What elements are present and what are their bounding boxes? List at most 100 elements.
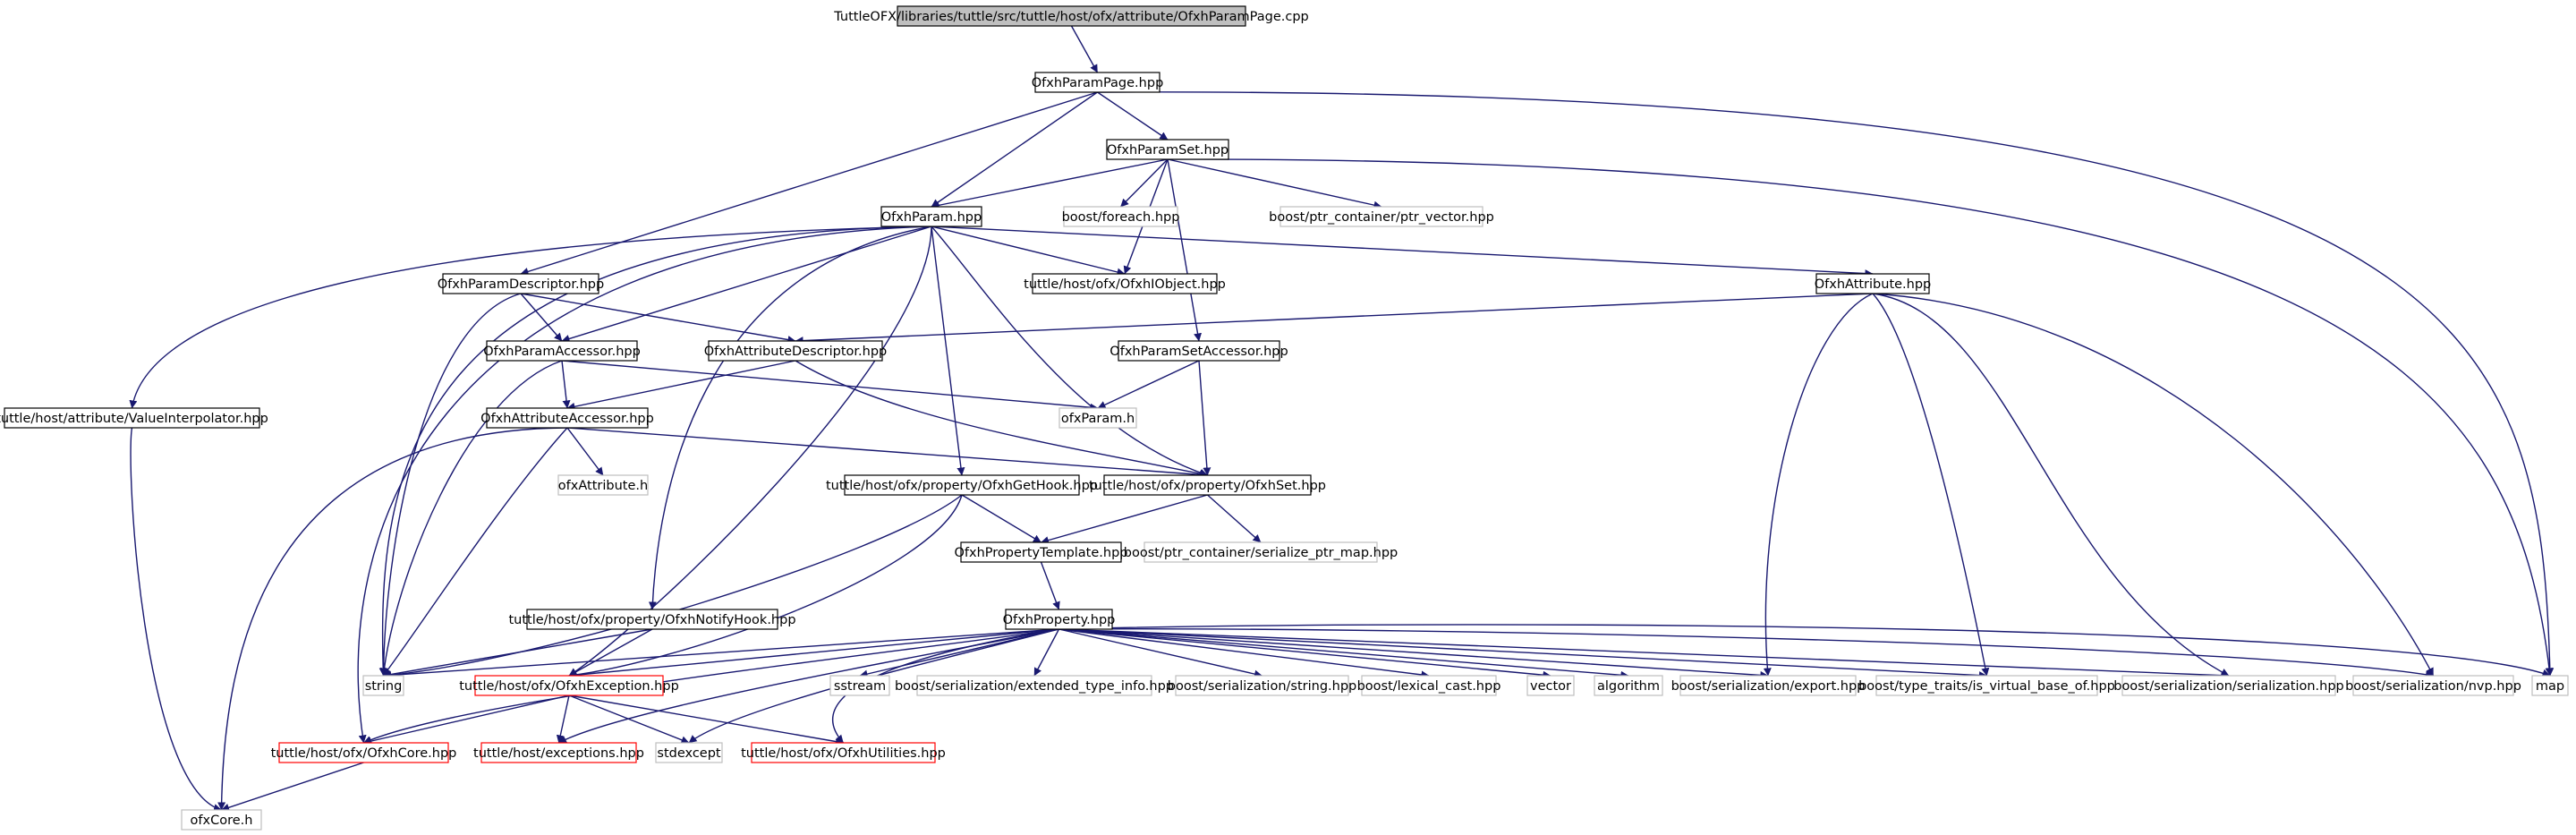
node-property[interactable]: OfxhProperty.hpp <box>1003 609 1116 630</box>
node-box <box>1175 675 1349 696</box>
node-label: OfxhAttribute.hpp <box>1815 277 1932 292</box>
node-paramDescriptor[interactable]: OfxhParamDescriptor.hpp <box>438 273 604 294</box>
node-box <box>1118 340 1280 362</box>
node-box <box>4 407 260 429</box>
edge-property-to-isVirtualBase <box>1058 628 1987 680</box>
node-box <box>486 340 638 362</box>
node-label: tuttle/host/ofx/OfxhCore.hpp <box>271 746 457 761</box>
node-box <box>897 5 1246 27</box>
node-box <box>1875 675 2098 696</box>
edge-param-to-paramAccessor <box>561 226 932 343</box>
node-ofxhSet[interactable]: tuttle/host/ofx/property/OfxhSet.hpp <box>1089 474 1326 496</box>
edge-paramPage-to-param <box>931 91 1098 208</box>
node-vector: vector <box>1526 675 1575 696</box>
node-box <box>1103 474 1312 496</box>
node-getHook[interactable]: tuttle/host/ofx/property/OfxhGetHook.hpp <box>826 474 1098 496</box>
node-label: boost/serialization/export.hpp <box>1671 679 1866 694</box>
node-label: tuttle/host/ofx/property/OfxhNotifyHook.… <box>508 613 795 627</box>
node-attributeAccessor[interactable]: OfxhAttributeAccessor.hpp <box>480 407 654 429</box>
edge-property-to-vector <box>1058 628 1552 679</box>
node-label: string <box>365 679 403 694</box>
edge-property-to-string <box>383 628 1059 679</box>
edge-attribute-to-isVirtualBase <box>1872 293 1990 677</box>
node-label: boost/foreach.hpp <box>1062 210 1180 225</box>
node-param[interactable]: OfxhParam.hpp <box>880 206 982 227</box>
edge-paramSet-to-foreach <box>1120 158 1169 208</box>
edge-property-to-algorithm <box>1058 628 1629 679</box>
edge-paramAccessor-to-attributeAccessor <box>561 360 571 409</box>
node-label: boost/serialization/string.hpp <box>1168 679 1356 694</box>
node-valueInterpolator[interactable]: tuttle/host/attribute/ValueInterpolator.… <box>0 407 268 429</box>
edge-paramDescriptor-to-string <box>379 293 522 677</box>
node-label: ofxCore.h <box>191 814 253 828</box>
node-label: boost/type_traits/is_virtual_base_of.hpp <box>1858 679 2115 694</box>
edge-paramDescriptor-to-attributeDescriptor <box>520 293 796 344</box>
edge-getHook-to-propertyTemplate <box>961 494 1041 543</box>
edge-attribute-to-serSerialization <box>1872 293 2230 677</box>
node-lexicalCast: boost/lexical_cast.hpp <box>1357 675 1501 696</box>
node-ofxhCore[interactable]: tuttle/host/ofx/OfxhCore.hpp <box>271 742 457 763</box>
node-attribute[interactable]: OfxhAttribute.hpp <box>1815 273 1932 294</box>
node-box <box>526 609 778 630</box>
node-propertyTemplate[interactable]: OfxhPropertyTemplate.hpp <box>954 541 1128 563</box>
edge-property-to-lexicalCast <box>1058 628 1430 679</box>
node-ofxAttributeH: ofxAttribute.h <box>557 474 649 496</box>
node-box <box>442 273 599 294</box>
edge-property-to-ofxhCore <box>363 628 1059 744</box>
node-box <box>916 675 1152 696</box>
node-root[interactable]: TuttleOFX/libraries/tuttle/src/tuttle/ho… <box>833 5 1309 27</box>
node-serExport: boost/serialization/export.hpp <box>1671 675 1866 696</box>
edge-ofxhSet-to-serializePtrMap <box>1207 494 1262 543</box>
node-label: stdexcept <box>657 746 721 761</box>
node-paramSetAccessor[interactable]: OfxhParamSetAccessor.hpp <box>1109 340 1288 362</box>
node-box <box>1063 206 1178 227</box>
edge-notifyHook-to-string <box>383 628 653 678</box>
node-label: OfxhPropertyTemplate.hpp <box>954 546 1127 560</box>
node-serString: boost/serialization/string.hpp <box>1168 675 1356 696</box>
edge-paramPage-to-paramSet <box>1097 91 1169 141</box>
edge-param-to-notifyHook <box>648 226 932 610</box>
node-attributeDescriptor[interactable]: OfxhAttributeDescriptor.hpp <box>704 340 888 362</box>
node-box <box>829 675 890 696</box>
node-box <box>362 675 404 696</box>
node-box <box>480 742 637 763</box>
edge-exception-to-utilities <box>568 694 844 746</box>
node-label: TuttleOFX/libraries/tuttle/src/tuttle/ho… <box>833 10 1309 24</box>
node-box <box>708 340 883 362</box>
edge-attribute-to-attributeDescriptor <box>795 293 1874 345</box>
node-extTypeInfo: boost/serialization/extended_type_info.h… <box>895 675 1174 696</box>
edge-param-to-attribute <box>931 226 1874 278</box>
node-box <box>1594 675 1663 696</box>
node-serSerialization: boost/serialization/serialization.hpp <box>2113 675 2344 696</box>
node-paramSet[interactable]: OfxhParamSet.hpp <box>1106 139 1229 160</box>
edge-getHook-to-string <box>383 494 963 679</box>
edge-attributeAccessor-to-ofxhSet <box>566 427 1208 479</box>
edge-paramDescriptor-to-paramAccessor <box>520 293 563 342</box>
edge-property-to-serExport <box>1058 628 1769 679</box>
edge-paramAccessor-to-string <box>379 360 563 677</box>
node-exceptions[interactable]: tuttle/host/exceptions.hpp <box>473 742 644 763</box>
node-label: tuttle/host/ofx/OfxhUtilities.hpp <box>741 746 946 761</box>
edge-attributeAccessor-to-string <box>382 427 568 677</box>
node-label: OfxhParamPage.hpp <box>1032 76 1164 90</box>
node-box <box>2121 675 2336 696</box>
node-label: boost/serialization/serialization.hpp <box>2113 679 2344 694</box>
node-paramAccessor[interactable]: OfxhParamAccessor.hpp <box>483 340 641 362</box>
node-paramPage[interactable]: OfxhParamPage.hpp <box>1032 72 1164 93</box>
node-utilities[interactable]: tuttle/host/ofx/OfxhUtilities.hpp <box>741 742 946 763</box>
node-foreach: boost/foreach.hpp <box>1062 206 1180 227</box>
edge-attribute-to-serExport <box>1763 293 1874 677</box>
edge-exception-to-ofxhCore <box>363 694 570 746</box>
node-box <box>1815 273 1930 294</box>
node-notifyHook[interactable]: tuttle/host/ofx/property/OfxhNotifyHook.… <box>508 609 796 630</box>
edge-paramPage-to-map <box>1097 91 2555 677</box>
node-box <box>1034 72 1160 93</box>
node-box <box>655 742 723 763</box>
node-exception[interactable]: tuttle/host/ofx/OfxhException.hpp <box>459 675 679 696</box>
node-label: boost/serialization/nvp.hpp <box>2345 679 2521 694</box>
node-box <box>1526 675 1575 696</box>
node-box <box>1143 541 1378 563</box>
node-label: map <box>2536 679 2564 694</box>
node-label: OfxhProperty.hpp <box>1003 613 1116 627</box>
node-iObject[interactable]: tuttle/host/ofx/OfxhIObject.hpp <box>1024 273 1226 294</box>
